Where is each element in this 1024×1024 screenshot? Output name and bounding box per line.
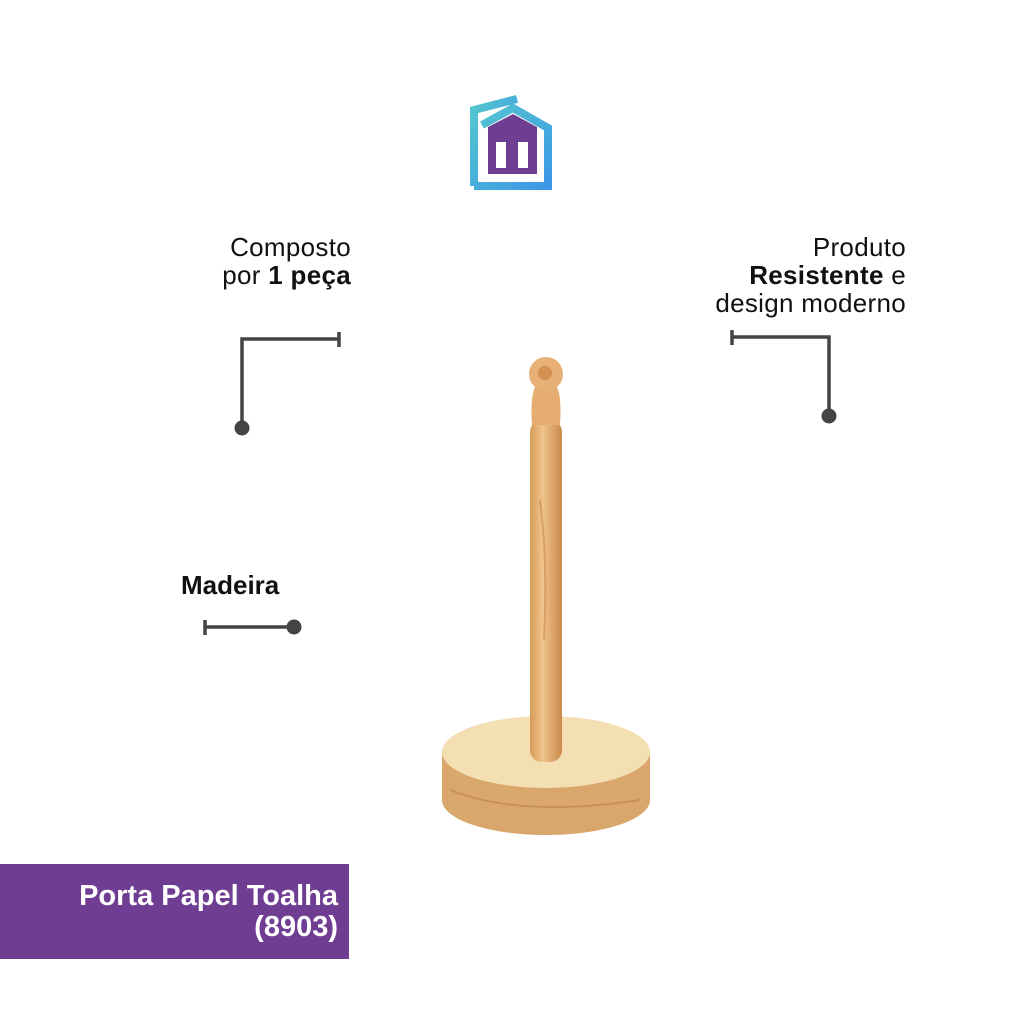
callout-resistance-bold: Resistente xyxy=(749,260,884,290)
product-image-towel-holder xyxy=(442,357,650,835)
callout-right-connector xyxy=(730,330,831,416)
callout-resistance-line3: design moderno xyxy=(715,288,906,318)
callout-material-dot xyxy=(286,619,302,635)
product-code: (8903) xyxy=(254,911,338,943)
callout-resistance-suffix: e xyxy=(883,260,906,290)
callout-composition-prefix: por xyxy=(222,260,269,290)
callout-composition-bold: 1 peça xyxy=(268,260,351,290)
callout-right-dot xyxy=(821,408,837,424)
product-title-banner: Porta Papel Toalha (8903) xyxy=(0,864,349,959)
callout-material-label: Madeira xyxy=(181,570,280,600)
callout-left-dot xyxy=(234,420,250,436)
callout-composition-line1: Composto xyxy=(230,232,351,262)
callout-material-connector xyxy=(203,620,294,635)
callout-composition: Composto por 1 peça xyxy=(222,233,351,289)
callout-resistance: Produto Resistente e design moderno xyxy=(715,233,906,317)
callout-resistance-line1: Produto xyxy=(812,232,906,262)
product-title: Porta Papel Toalha xyxy=(79,880,338,912)
callout-resistance-line2: Resistente e xyxy=(715,261,906,289)
callout-left-connector xyxy=(240,332,341,428)
callout-composition-line2: por 1 peça xyxy=(222,261,351,289)
brand-logo-icon xyxy=(470,95,552,190)
